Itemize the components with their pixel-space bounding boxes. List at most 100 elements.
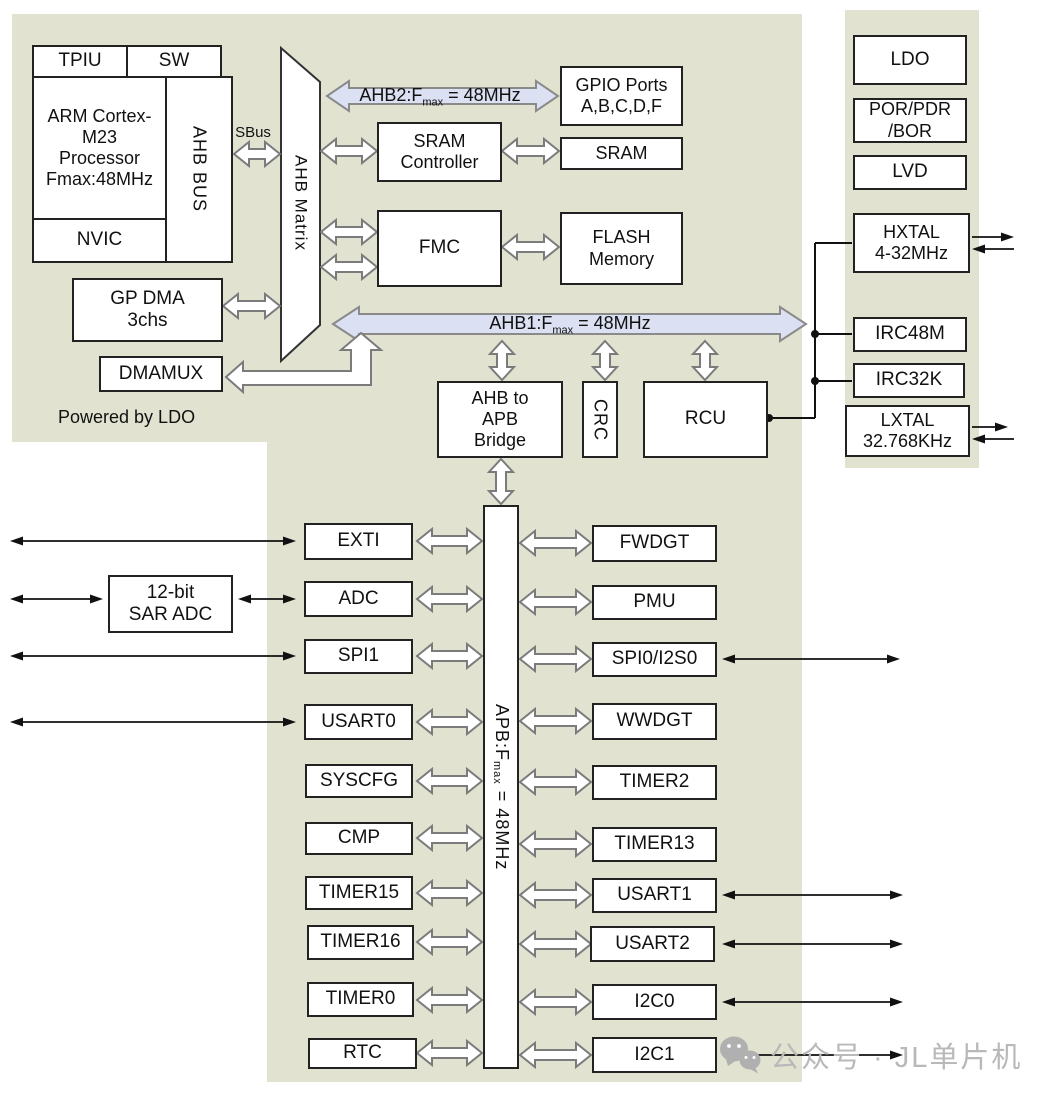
apb-right-arrow-1 bbox=[518, 587, 593, 617]
saradc-adc-signal-head bbox=[238, 594, 251, 604]
block-timer16: TIMER16 bbox=[307, 925, 414, 960]
saradc-ext-signal-head bbox=[90, 594, 103, 604]
block-sar-adc-label: 12-bit SAR ADC bbox=[128, 581, 213, 625]
block-nvic: NVIC bbox=[32, 218, 167, 263]
block-gp-dma: GP DMA 3chs bbox=[72, 278, 223, 342]
block-por-pdr-bor: POR/PDR /BOR bbox=[853, 98, 967, 143]
ahb1-bridge-arrow bbox=[487, 339, 517, 382]
apb-left-arrow-1 bbox=[415, 584, 484, 614]
powered-by-ldo-label: Powered by LDO bbox=[58, 407, 196, 427]
block-timer15: TIMER15 bbox=[305, 876, 413, 910]
apb-right-arrow-8 bbox=[518, 987, 593, 1017]
block-pmu: PMU bbox=[592, 585, 717, 620]
block-ahb-bus-label: AHB BUS bbox=[189, 126, 210, 213]
i2c1-signal-head bbox=[890, 1050, 903, 1060]
block-flash-memory-label: FLASH Memory bbox=[588, 227, 654, 269]
block-spi0-i2s0: SPI0/I2S0 bbox=[592, 642, 717, 677]
block-usart0: USART0 bbox=[304, 704, 413, 740]
block-timer13: TIMER13 bbox=[592, 827, 717, 862]
block-fmc: FMC bbox=[377, 210, 502, 287]
block-gpio-ports-label: GPIO Ports A,B,C,D,F bbox=[575, 74, 668, 116]
sramctl-sram-arrow bbox=[500, 136, 561, 166]
sbus-arrow bbox=[232, 139, 282, 169]
sbus-label: SBus bbox=[235, 124, 271, 141]
block-sram-controller-label: SRAM Controller bbox=[400, 130, 479, 172]
ahb1-bus-label: AHB1:Fmax = 48MHz bbox=[489, 313, 651, 337]
block-sram-label: SRAM bbox=[595, 142, 648, 163]
block-ldo: LDO bbox=[853, 35, 967, 85]
bridge-apb-arrow bbox=[486, 457, 516, 506]
block-gp-dma-label: GP DMA 3chs bbox=[110, 287, 185, 331]
block-irc48m: IRC48M bbox=[853, 317, 967, 352]
block-irc32k: IRC32K bbox=[853, 363, 965, 398]
block-cmp: CMP bbox=[305, 822, 413, 855]
block-adc: ADC bbox=[304, 581, 413, 617]
block-rtc: RTC bbox=[308, 1038, 417, 1069]
apb-left-arrow-4 bbox=[415, 766, 484, 796]
block-dmamux-label: DMAMUX bbox=[118, 362, 204, 384]
block-spi1: SPI1 bbox=[304, 639, 413, 674]
wechat-icon bbox=[720, 1036, 761, 1074]
block-lvd: LVD bbox=[853, 155, 967, 190]
block-timer2: TIMER2 bbox=[592, 765, 717, 800]
exti-signal-head bbox=[10, 536, 23, 546]
block-usart1: USART1 bbox=[592, 878, 717, 913]
wire-junction-dot-0 bbox=[811, 330, 819, 338]
block-ahb-bus: AHB BUS bbox=[165, 76, 233, 263]
watermark: 公众号 · JL单片机 bbox=[718, 1034, 1022, 1076]
ahb-matrix-label: AHB Matrix bbox=[291, 154, 311, 251]
apb-left-arrow-9 bbox=[415, 1038, 484, 1068]
apb-left-arrow-0 bbox=[415, 526, 484, 556]
block-usart2: USART2 bbox=[590, 926, 715, 962]
block-cortex-m23: ARM Cortex- M23 Processor Fmax:48MHz bbox=[32, 76, 167, 220]
block-gpio-ports: GPIO Ports A,B,C,D,F bbox=[560, 66, 683, 126]
apb-right-arrow-6 bbox=[518, 880, 593, 910]
watermark-text: 公众号 · JL单片机 bbox=[770, 1042, 1023, 1074]
block-ahb-apb-bridge-label: AHB to APB Bridge bbox=[471, 387, 529, 451]
block-cortex-m23-label: ARM Cortex- M23 Processor Fmax:48MHz bbox=[45, 105, 153, 190]
block-crc: CRC bbox=[582, 381, 618, 458]
spi0-signal-head bbox=[722, 654, 735, 664]
apb-left-arrow-8 bbox=[415, 985, 484, 1015]
block-flash-memory: FLASH Memory bbox=[560, 212, 683, 285]
exti-signal-head bbox=[283, 536, 296, 546]
usart2-signal-head bbox=[890, 939, 903, 949]
apb-left-arrow-3 bbox=[415, 707, 484, 737]
block-syscfg: SYSCFG bbox=[305, 764, 413, 798]
ahb2-bus-label: AHB2:Fmax = 48MHz bbox=[359, 85, 521, 109]
block-sram-controller: SRAM Controller bbox=[377, 122, 502, 182]
apb-left-arrow-6 bbox=[415, 878, 484, 908]
apb-right-arrow-7 bbox=[518, 929, 593, 959]
block-crc-label: CRC bbox=[590, 398, 611, 441]
block-fmc-label: FMC bbox=[418, 237, 461, 259]
block-lxtal: LXTAL 32.768KHz bbox=[845, 405, 970, 457]
usart1-signal-head bbox=[722, 890, 735, 900]
apb-right-arrow-2 bbox=[518, 644, 593, 674]
apb-left-arrow-5 bbox=[415, 823, 484, 853]
gpdma-matrix-arrow bbox=[221, 291, 282, 321]
block-sw-label: SW bbox=[158, 50, 190, 72]
usart1-signal-head bbox=[890, 890, 903, 900]
saradc-ext-signal-head bbox=[10, 594, 23, 604]
block-wwdgt: WWDGT bbox=[592, 703, 717, 740]
spi1-signal-head bbox=[10, 651, 23, 661]
lxtal-in-head bbox=[972, 434, 985, 444]
block-hxtal: HXTAL 4-32MHz bbox=[853, 213, 970, 273]
apb-bus-bar: APB:Fmax = 48MHz bbox=[483, 505, 519, 1069]
apb-right-arrow-9 bbox=[518, 1040, 593, 1070]
block-timer0: TIMER0 bbox=[307, 982, 414, 1017]
apb-right-arrow-0 bbox=[518, 528, 593, 558]
hxtal-in-head bbox=[972, 244, 985, 254]
matrix-fmc-arrow bbox=[319, 217, 379, 247]
saradc-adc-signal-head bbox=[283, 594, 296, 604]
i2c0-signal-head bbox=[722, 997, 735, 1007]
block-exti: EXTI bbox=[304, 523, 413, 560]
ahb1-crc-arrow bbox=[590, 339, 620, 382]
apb-left-arrow-2 bbox=[415, 641, 484, 671]
block-sw: SW bbox=[126, 45, 222, 78]
block-sar-adc: 12-bit SAR ADC bbox=[108, 575, 233, 633]
block-dmamux: DMAMUX bbox=[99, 356, 223, 392]
apb-left-arrow-7 bbox=[415, 927, 484, 957]
